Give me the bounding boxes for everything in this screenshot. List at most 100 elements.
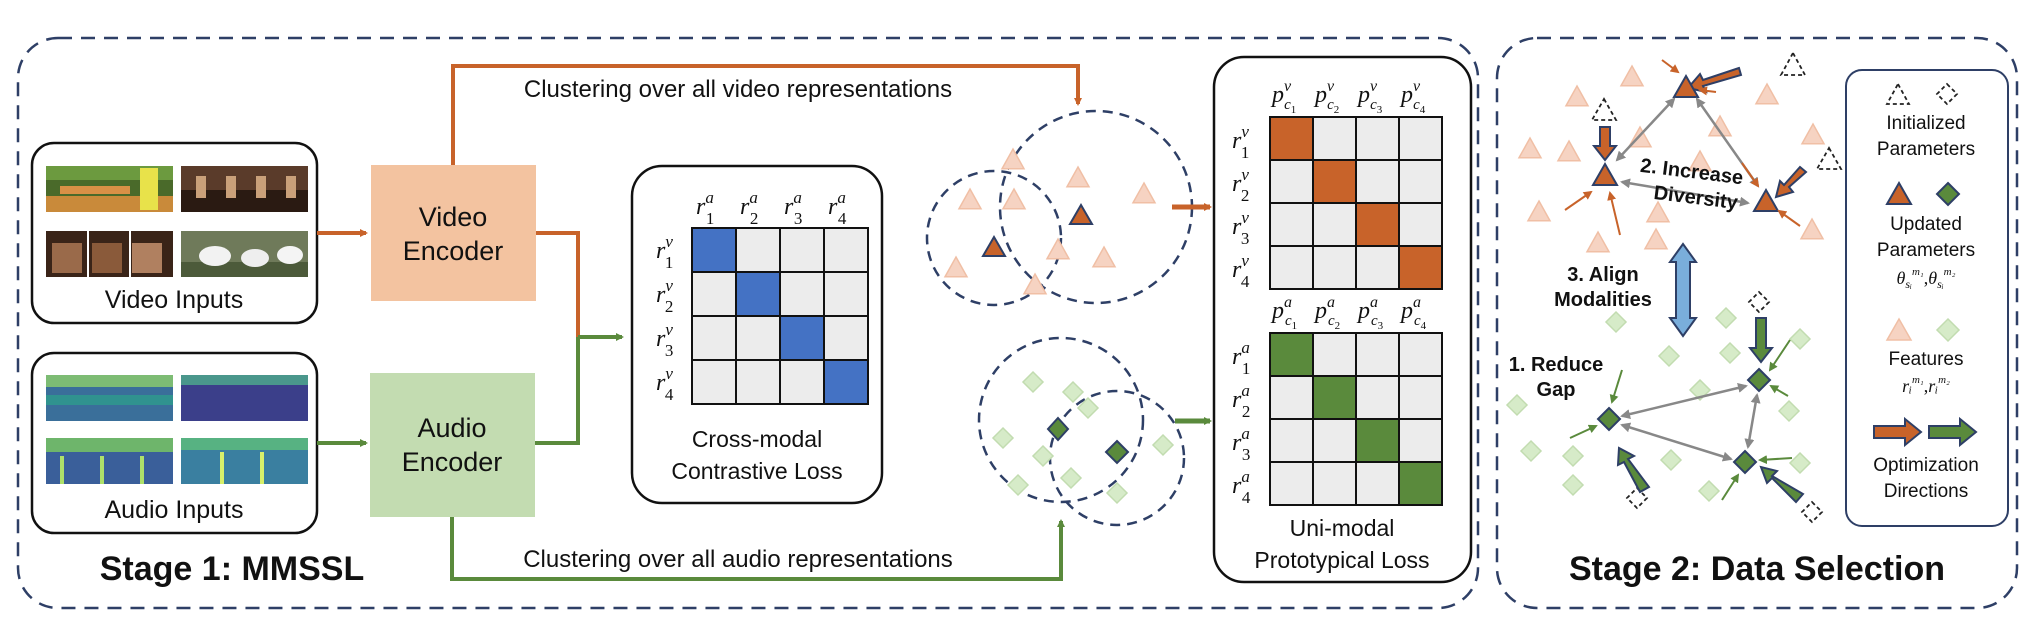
stage2-feature-dia-7 <box>1561 444 1585 468</box>
stage2-feature-tri-7 <box>1517 136 1543 159</box>
legend-init-tri-icon <box>1885 82 1911 105</box>
audio-feature-4 <box>1031 444 1055 468</box>
proto-video-cell-1-3 <box>1355 116 1400 161</box>
stage2-feature-dia-2 <box>1657 344 1681 368</box>
stage2-feature-tri-10 <box>1585 230 1611 253</box>
updated-dia-left <box>1596 406 1622 432</box>
stage2-legend: Initialized Parameters Updated Parameter… <box>1845 69 2009 527</box>
unimodal-label-line2: Prototypical Loss <box>1254 547 1429 573</box>
opt-arrow-dia-left <box>1616 446 1651 494</box>
init-dia-2 <box>1625 486 1649 510</box>
stage2-feature-dia-4 <box>1718 341 1742 365</box>
video-feature-4 <box>1065 165 1091 188</box>
diversity-arrow-6 <box>1744 393 1761 449</box>
proto-audio-cell-2-3 <box>1355 375 1400 420</box>
proto-audio-cell-1-4 <box>1398 332 1443 377</box>
proto-video-cell-2-2 <box>1312 159 1357 204</box>
legend-init-dia-icon <box>1935 82 1959 106</box>
stage2-feature-tri-6 <box>1800 122 1826 145</box>
legend-feature-dia-icon <box>1935 317 1961 343</box>
proto-video-cell-4-4 <box>1398 245 1443 290</box>
proto-audio-cell-2-4 <box>1398 375 1443 420</box>
opt-arrow-tri-left <box>1591 126 1619 162</box>
init-dia-3 <box>1800 500 1824 524</box>
svg-text:Features: Features <box>1889 349 1964 370</box>
proto-audio-cell-4-1 <box>1269 461 1314 506</box>
stage2-feature-dia-3 <box>1714 306 1738 330</box>
stage2-frame <box>1495 36 2019 610</box>
stage2-feature-dia-10 <box>1697 479 1721 503</box>
legend-feature-tri-icon <box>1885 317 1913 341</box>
stage2-feature-tri-9 <box>1526 199 1552 222</box>
audio-prototype-2 <box>1104 439 1130 465</box>
crossmodal-label-line2: Contrastive Loss <box>671 458 842 484</box>
svg-text:Directions: Directions <box>1884 481 1968 502</box>
proto-video-cell-4-2 <box>1312 245 1357 290</box>
video-feature-5 <box>1131 181 1157 204</box>
audio-feature-5 <box>1076 396 1100 420</box>
audio-prototype-1 <box>1046 416 1070 442</box>
stage2-feature-tri-5 <box>1754 82 1780 105</box>
reduce-gap-line2: Gap <box>1537 379 1576 401</box>
legend-features-math: rᵢm₁,rᵢm₂ <box>1902 374 1950 396</box>
proto-video-cell-3-3 <box>1355 202 1400 247</box>
opt-arrow-dia-top <box>1747 317 1775 364</box>
video-inputs-label: Video Inputs <box>105 286 244 314</box>
contrastive-cell-4-3 <box>779 359 825 405</box>
audio-feature-7 <box>1006 473 1030 497</box>
svg-text:Optimization: Optimization <box>1873 455 1979 476</box>
proto-audio-cell-1-2 <box>1312 332 1357 377</box>
video-prototype-1 <box>981 235 1007 257</box>
proto-audio-cell-1-1 <box>1269 332 1314 377</box>
contrastive-cell-4-4 <box>823 359 869 405</box>
svg-text:Parameters: Parameters <box>1877 139 1975 160</box>
contrastive-cell-2-1 <box>691 271 737 317</box>
contrastive-cell-2-3 <box>779 271 825 317</box>
opt-arrow-tri-top <box>1686 66 1743 94</box>
updated-dia-top <box>1746 367 1772 393</box>
legend-theta-text: θsᵢm₁,θsᵢm₂ <box>1897 266 1956 291</box>
stage2-feature-tri-14 <box>1645 200 1671 223</box>
legend-opt-green-arrow <box>1928 416 1978 448</box>
audio-clustering-label: Clustering over all audio representation… <box>523 546 953 573</box>
audio-inputs-panel: Audio Inputs <box>30 351 319 535</box>
proto-video-cell-2-4 <box>1398 159 1443 204</box>
audio-feature-8 <box>1059 466 1083 490</box>
proto-audio-cell-4-4 <box>1398 461 1443 506</box>
proto-audio-cell-1-3 <box>1355 332 1400 377</box>
audio-prototype-matrix <box>1269 332 1443 506</box>
proto-video-cell-1-4 <box>1398 116 1443 161</box>
contrastive-cell-1-1 <box>691 227 737 273</box>
audio-to-contrastive-line <box>535 337 580 445</box>
stage2-feature-tri-2 <box>1564 84 1590 107</box>
proto-video-cell-1-2 <box>1312 116 1357 161</box>
proto-video-cell-4-3 <box>1355 245 1400 290</box>
video-clustering-label: Clustering over all video representation… <box>524 76 952 103</box>
video-prototype-matrix <box>1269 116 1443 290</box>
proto-audio-cell-2-1 <box>1269 375 1314 420</box>
proto-video-cell-3-1 <box>1269 202 1314 247</box>
align-modalities-line2: Modalities <box>1554 289 1652 311</box>
video-to-contrastive-line <box>536 231 580 337</box>
unimodal-label-line1: Uni-modal <box>1290 515 1395 541</box>
stage2-feature-dia-13 <box>1561 473 1585 497</box>
video-thumbnail-2 <box>181 166 308 212</box>
legend-updated-tri-icon <box>1885 180 1913 205</box>
video-feature-9 <box>1022 272 1048 295</box>
proto-audio-cell-3-4 <box>1398 418 1443 463</box>
proto-audio-cell-4-2 <box>1312 461 1357 506</box>
svg-text:Initialized: Initialized <box>1886 113 1965 134</box>
